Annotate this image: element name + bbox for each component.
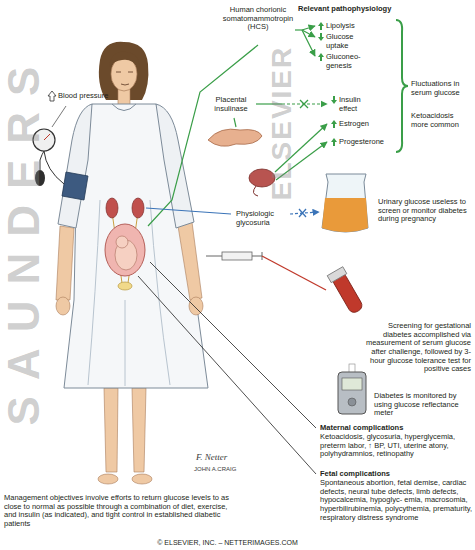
blood-tube (327, 267, 366, 316)
effect-label: Gluconeo- genesis (326, 53, 366, 70)
outcome-label: Fluctuations in serum glucose (411, 80, 471, 97)
copyright-text: © ELSEVIER, INC. – NETTERIMAGES.COM (120, 539, 335, 547)
finding-label: Physiologic glycosuria (236, 210, 284, 227)
note-text: Urinary glucose useless to screen or mon… (378, 198, 470, 224)
note-text: Management objectives involve efforts to… (4, 494, 242, 529)
glucose-meter (338, 372, 366, 414)
pathway-line (148, 45, 258, 226)
hand (56, 297, 70, 315)
syringe-plunger (206, 252, 262, 260)
increase-arrow (318, 22, 324, 30)
watermark: ELSEVIER (268, 46, 296, 200)
fetal-head (116, 236, 128, 248)
pathway-arrow (302, 26, 315, 30)
leader-line (150, 262, 316, 428)
uterus (105, 224, 145, 276)
artist-signature: JOHN A.CRAIG (194, 466, 236, 473)
leg (104, 388, 118, 472)
urine-sample (322, 198, 368, 232)
outcome-label: Ketoacidosis more common (411, 112, 471, 129)
urine-beaker (322, 174, 368, 232)
pathway-arrow (302, 30, 315, 56)
meter-button (348, 398, 356, 406)
pathway-line (234, 118, 236, 127)
watermark: SAUNDERS (2, 51, 46, 426)
kidney (132, 198, 144, 218)
decrease-arrow (318, 33, 324, 41)
note-text: Screening for gestational diabetes accom… (360, 322, 471, 374)
meter-screen (342, 378, 362, 390)
pancreas (208, 129, 262, 146)
block-mark (299, 209, 306, 217)
gown-folds (88, 200, 170, 386)
foot (98, 474, 118, 484)
blocked-pathway-arrow (290, 212, 319, 214)
note-text: Diabetes is monitored by using glucose r… (374, 392, 470, 418)
increase-arrow (331, 120, 337, 128)
syringe (222, 252, 252, 260)
effect-label: Progesterone (339, 138, 384, 147)
kidney (106, 198, 118, 218)
leg (132, 388, 146, 472)
section-heading: Fetal complications (320, 470, 390, 479)
hormone-label: Human chorionic somatomammotropin (HCS) (218, 6, 298, 32)
sample-line (262, 256, 326, 290)
bladder (118, 282, 132, 290)
section-heading: Maternal complications (320, 424, 403, 433)
effect-label: Lipolysis (326, 22, 355, 31)
pathway-line (146, 208, 231, 214)
hand (189, 297, 203, 315)
block-mark (300, 100, 308, 108)
leader-line (52, 106, 66, 127)
foot (132, 474, 152, 484)
hair-fringe (109, 52, 139, 69)
effect-label: Estrogen (339, 120, 369, 129)
decrease-arrow (331, 96, 337, 104)
increase-arrow (318, 53, 324, 61)
pathway-line (295, 29, 302, 30)
gown-neckline (112, 104, 136, 111)
vital-sign-label: Blood pressure (58, 92, 108, 101)
increase-arrow (48, 91, 56, 101)
blood-tube-cap (327, 267, 347, 283)
complication-list: Spontaneous abortion, fetal demise, card… (320, 479, 472, 522)
effect-label: Glucose uptake (326, 33, 366, 50)
leader-line (138, 276, 316, 474)
forearm (56, 226, 74, 300)
section-heading: Relevant pathophysiology (298, 5, 391, 14)
gown-sleeve (58, 104, 92, 228)
enzyme-label: Placental insulinase (208, 96, 254, 113)
facial-features (116, 72, 133, 85)
bracket (396, 20, 408, 152)
umbilical-cord (253, 186, 258, 196)
artist-signature: F. Netter (196, 452, 227, 462)
increase-arrow (331, 138, 337, 146)
effect-label: Insulin effect (339, 96, 371, 113)
bp-cuff (62, 172, 88, 200)
forearm (178, 222, 202, 300)
complication-list: Ketoacidosis, glycosuria, hyperglycemia,… (320, 433, 472, 459)
